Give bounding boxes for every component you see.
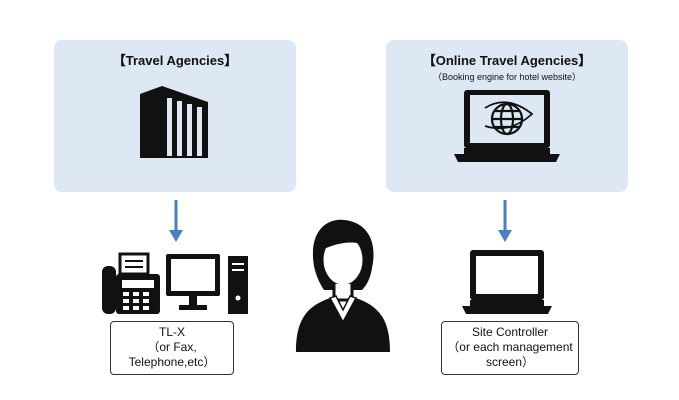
online-travel-agencies-panel: 【Online Travel Agencies】 （Booking engine… bbox=[386, 40, 628, 192]
laptop-icon bbox=[462, 250, 552, 314]
laptop-globe-icon bbox=[454, 90, 560, 162]
left-channel-line-3: Telephone,etc） bbox=[128, 355, 216, 369]
desktop-computer-icon bbox=[166, 254, 248, 314]
right-channel-line-2: （or each management bbox=[447, 340, 573, 354]
office-building-icon bbox=[140, 86, 208, 158]
left-channel-label: TL-X （or Fax, Telephone,etc） bbox=[110, 321, 234, 375]
hotel-staff-person-icon bbox=[296, 219, 390, 352]
right-channel-line-3: screen） bbox=[485, 355, 535, 369]
left-channel-line-1: TL-X bbox=[158, 325, 185, 339]
right-channel-label: Site Controller （or each management scre… bbox=[441, 321, 579, 375]
fax-machine-icon bbox=[102, 252, 160, 314]
down-arrow-right-icon bbox=[498, 200, 512, 242]
travel-agencies-panel: 【Travel Agencies】 bbox=[54, 40, 296, 192]
left-channel-line-2: （or Fax, bbox=[147, 340, 197, 354]
online-travel-agencies-subtitle: （Booking engine for hotel website） bbox=[432, 72, 582, 82]
travel-agencies-title: 【Travel Agencies】 bbox=[112, 53, 238, 68]
right-channel-line-1: Site Controller bbox=[471, 325, 549, 339]
down-arrow-left-icon bbox=[169, 200, 183, 242]
online-travel-agencies-title: 【Online Travel Agencies】 bbox=[422, 53, 592, 68]
